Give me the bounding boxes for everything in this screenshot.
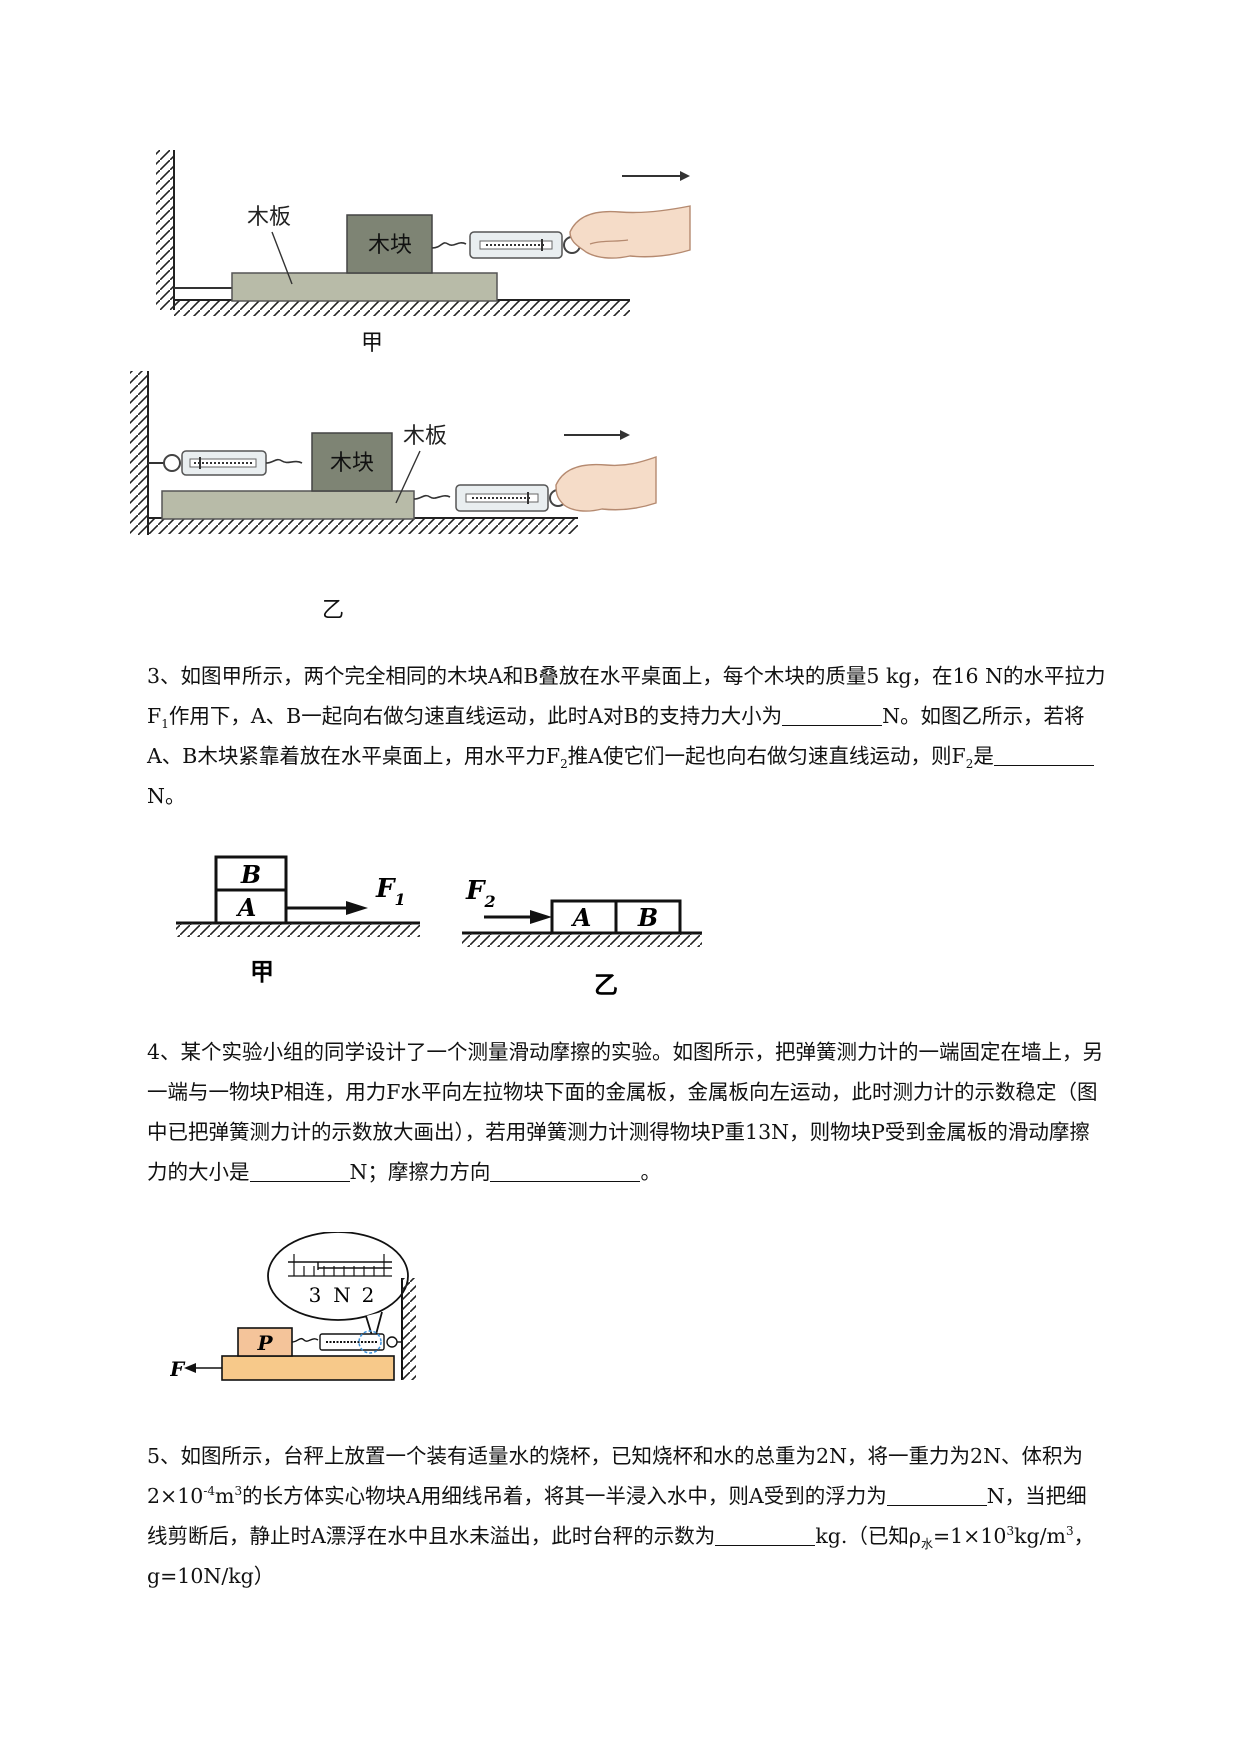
q4-text-1: 4、某个实验小组的同学设计了一个测量滑动摩擦的实验。如图所示，把弹簧测力计的一端…: [147, 1040, 1104, 1184]
q5-exp-4: 3: [1065, 1524, 1074, 1539]
board-label: 木板: [403, 424, 447, 449]
wall: [401, 1278, 416, 1380]
wooden-block: [346, 214, 433, 274]
floor: [174, 299, 630, 316]
question-3: 3、如图甲所示，两个完全相同的木块A和B叠放在水平桌面上，每个木块的质量5 kg…: [147, 656, 1107, 816]
q5-answer-blank-1[interactable]: [886, 1483, 987, 1506]
metal-plate: [221, 1355, 395, 1381]
scale-left-number: 3: [309, 1283, 322, 1307]
q3-text-3: N。如图乙所示，若将A、B木块紧靠着放在水平桌面上，用水平力F: [147, 704, 1085, 768]
hand-icon: [555, 456, 657, 512]
surface-jia: [176, 921, 420, 937]
block-b-side-label: B: [637, 903, 658, 932]
hand-icon: [569, 205, 691, 259]
caption-jia: 甲: [250, 958, 274, 986]
block-p: [237, 1327, 293, 1357]
force-f2-arrow: [484, 910, 552, 924]
block-label: 木块: [330, 451, 374, 476]
motion-arrow: [622, 171, 690, 181]
question-5: 5、如图所示，台秤上放置一个装有适量水的烧杯，已知烧杯和水的总重为2N，将一重力…: [147, 1436, 1107, 1596]
figure-caption-jia: 甲: [361, 331, 383, 356]
q5-exp-1: -4: [203, 1484, 216, 1499]
f2-label: F2: [465, 876, 496, 911]
q5-text-5: kg.（已知ρ: [815, 1524, 921, 1548]
force-f-arrow: [184, 1363, 222, 1373]
caption-yi: 乙: [594, 971, 618, 999]
q5-text-3: 的长方体实心物块A用细线吊着，将其一半浸入水中，则A受到的浮力为: [242, 1484, 887, 1508]
q3-f2-subscript-2: 2: [965, 757, 974, 772]
q4-answer-blank-2[interactable]: [490, 1159, 641, 1182]
force-f-label: F: [170, 1357, 186, 1381]
scale-unit: N: [333, 1283, 351, 1307]
block-b-side: [614, 899, 682, 935]
block-a-label: A: [236, 893, 257, 922]
block-a-side: [550, 899, 618, 935]
q3-answer-blank-2[interactable]: [993, 743, 1094, 766]
wall: [156, 150, 175, 310]
wooden-board: [161, 490, 415, 520]
q5-exp-2: 3: [234, 1484, 243, 1499]
spring-scale: [431, 231, 581, 259]
magnified-scale-bubble: 3 N 2: [267, 1232, 409, 1346]
q3-text-2: 作用下，A、B一起向右做匀速直线运动，此时A对B的支持力大小为: [168, 704, 783, 728]
q3-f2-subscript: 2: [560, 757, 568, 772]
q5-text-7: kg/m: [1014, 1524, 1066, 1548]
q3-f1-subscript: 1: [161, 717, 169, 732]
block-p-label: P: [256, 1331, 273, 1355]
figure-yi: 木板 木块 乙: [130, 371, 657, 623]
motion-arrow: [564, 430, 630, 440]
figure-q4: 3 N 2 P F: [170, 1232, 416, 1381]
question-4: 4、某个实验小组的同学设计了一个测量滑动摩擦的实验。如图所示，把弹簧测力计的一端…: [147, 1032, 1107, 1192]
q5-exp-3: 3: [1006, 1524, 1015, 1539]
block-b-label: B: [240, 860, 261, 889]
force-f1-arrow: [286, 901, 368, 915]
floor: [148, 517, 578, 534]
q5-text-8: ，g=10N/kg）: [147, 1524, 1095, 1588]
figure-q3: B A F1 甲 A B F2 乙: [176, 855, 702, 999]
block-a-side-label: A: [571, 903, 592, 932]
q4-text-3: 。: [640, 1160, 661, 1184]
wooden-board: [231, 272, 498, 302]
q3-text-1: 3、如图甲所示，两个完全相同的木块A和B叠放在水平桌面上，每个木块的质量5 kg…: [147, 664, 1106, 728]
q5-text-6: =1×10: [932, 1524, 1007, 1548]
q4-answer-blank-1[interactable]: [249, 1159, 350, 1182]
q5-text-4: N，当把细线剪断后，静止时A漂浮在水中且水未溢出，此时台秤的示数为: [147, 1484, 1087, 1548]
q3-text-5: 是: [973, 744, 994, 768]
q5-answer-blank-2[interactable]: [715, 1523, 816, 1546]
pull-spring-scale: [413, 484, 567, 512]
f1-label: F1: [375, 874, 406, 909]
wall: [130, 371, 149, 535]
wooden-block: [311, 432, 393, 492]
q3-answer-blank-1[interactable]: [782, 703, 883, 726]
scale-right-number: 2: [362, 1283, 375, 1307]
wall-spring-scale: [148, 450, 303, 476]
q5-rho-subscript: 水: [920, 1537, 933, 1552]
q5-text-2: m: [215, 1484, 235, 1508]
q5-text-1: 5、如图所示，台秤上放置一个装有适量水的烧杯，已知烧杯和水的总重为2N，将一重力…: [147, 1444, 1084, 1508]
board-leader-line: [271, 231, 293, 285]
board-leader-line: [395, 450, 421, 504]
figure-caption-yi: 乙: [322, 598, 344, 623]
surface-yi: [462, 931, 702, 947]
q3-text-4: 推A使它们一起也向右做匀速直线运动，则F: [567, 744, 966, 768]
q3-text-6: N。: [147, 784, 186, 808]
block-label: 木块: [368, 233, 412, 258]
figure-jia: 木板 木块 甲: [156, 150, 691, 356]
q4-text-2: N；摩擦力方向: [349, 1160, 491, 1184]
board-label: 木板: [247, 205, 291, 230]
spring-scale: [291, 1330, 402, 1354]
